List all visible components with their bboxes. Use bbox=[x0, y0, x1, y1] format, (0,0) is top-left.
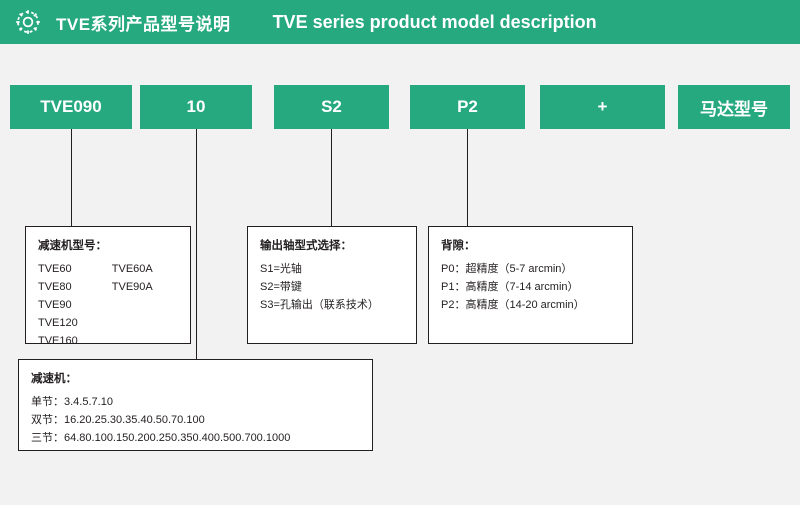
ratio-title: 减速机： bbox=[31, 373, 77, 385]
model-code-row: TVE090 10 S2 P2 + 马达型号 bbox=[0, 85, 800, 129]
output-shaft-line: S1=光轴 bbox=[260, 263, 302, 275]
code-box-ratio: 10 bbox=[140, 85, 252, 129]
ratio-line: 双节：16.20.25.30.35.40.50.70.100 bbox=[31, 414, 205, 426]
gearbox-model-cell: TVE90 bbox=[38, 299, 72, 311]
backlash-box: 背隙： P0：超精度（5-7 arcmin） P1：高精度（7-14 arcmi… bbox=[428, 226, 633, 344]
ratio-line: 单节：3.4.5.7.10 bbox=[31, 396, 113, 408]
header-title-cn: TVE系列产品型号说明 bbox=[56, 14, 231, 34]
gearbox-model-cell: TVE120 bbox=[38, 317, 78, 329]
gearbox-model-cell: TVE60 bbox=[38, 263, 72, 275]
gearbox-model-cell: TVE60A bbox=[111, 263, 153, 275]
gearbox-model-row: TVE60 TVE60A bbox=[38, 260, 178, 278]
code-box-backlash: P2 bbox=[410, 85, 525, 129]
gearbox-model-row: TVE90 bbox=[38, 296, 178, 314]
code-box-series: TVE090 bbox=[10, 85, 132, 129]
code-box-shaft: S2 bbox=[274, 85, 389, 129]
output-shaft-title: 输出轴型式选择： bbox=[260, 240, 352, 252]
gearbox-model-row: TVE160 bbox=[38, 332, 178, 350]
backlash-title: 背隙： bbox=[441, 240, 476, 252]
gearbox-model-cell bbox=[112, 296, 178, 314]
gearbox-model-cell bbox=[112, 332, 178, 350]
gearbox-model-cell: TVE160 bbox=[38, 335, 78, 347]
backlash-line: P1：高精度（7-14 arcmin） bbox=[441, 281, 579, 293]
code-box-motor-model: 马达型号 bbox=[678, 85, 790, 129]
backlash-line: P2：高精度（14-20 arcmin） bbox=[441, 299, 585, 311]
gearbox-model-row: TVE80 TVE90A bbox=[38, 278, 178, 296]
gearbox-model-row: TVE120 bbox=[38, 314, 178, 332]
connector-line-shaft bbox=[331, 129, 332, 226]
gear-icon bbox=[16, 10, 40, 34]
output-shaft-line: S3=孔输出（联系技术） bbox=[260, 299, 379, 311]
ratio-box: 减速机： 单节：3.4.5.7.10 双节：16.20.25.30.35.40.… bbox=[18, 359, 373, 451]
code-box-plus: + bbox=[540, 85, 665, 129]
header-title-en: TVE series product model description bbox=[272, 11, 597, 32]
gearbox-model-cell: TVE90A bbox=[111, 281, 153, 293]
ratio-line: 三节：64.80.100.150.200.250.350.400.500.700… bbox=[31, 432, 291, 444]
output-shaft-line: S2=带键 bbox=[260, 281, 302, 293]
output-shaft-box: 输出轴型式选择： S1=光轴 S2=带键 S3=孔输出（联系技术） bbox=[247, 226, 417, 344]
connector-line-ratio bbox=[196, 129, 197, 359]
gearbox-model-cell: TVE80 bbox=[38, 281, 72, 293]
connector-line-series bbox=[71, 129, 72, 226]
backlash-line: P0：超精度（5-7 arcmin） bbox=[441, 263, 573, 275]
gearbox-model-box: 减速机型号： TVE60 TVE60A TVE80 TVE90A TVE90 T… bbox=[25, 226, 191, 347]
header-bar: TVE系列产品型号说明 TVE series product model des… bbox=[0, 0, 800, 44]
gearbox-model-title: 减速机型号： bbox=[38, 240, 107, 252]
connector-line-backlash bbox=[467, 129, 468, 226]
gearbox-model-cell bbox=[112, 314, 178, 332]
